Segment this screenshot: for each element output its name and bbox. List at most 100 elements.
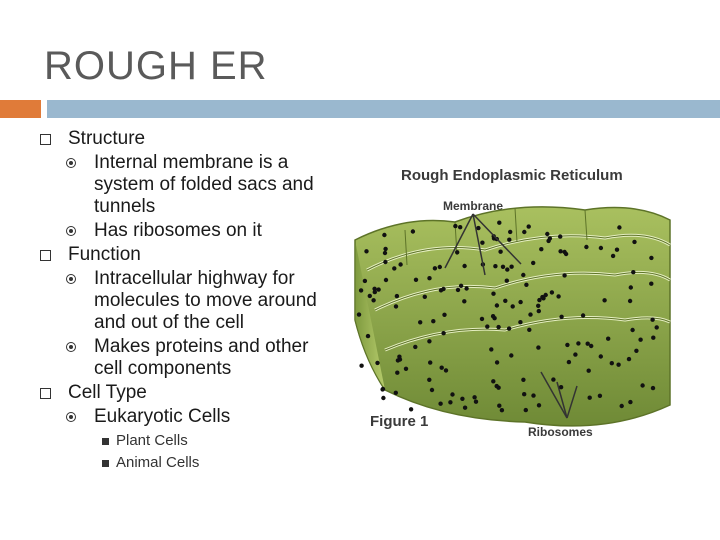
ribosome-dot (403, 366, 409, 371)
ribosome-dot (371, 298, 376, 303)
ribosome-dot (551, 377, 556, 382)
ribosome-dot (505, 267, 510, 272)
ribosome-dot (410, 229, 416, 234)
ribosome-dot (462, 263, 467, 269)
ribosome-dot (606, 336, 611, 341)
ribosome-dot (632, 239, 637, 245)
label-pointer-lines (444, 213, 578, 419)
ribosome-dot (442, 312, 447, 317)
ribosome-dot (398, 262, 403, 267)
ribosome-dot (498, 249, 503, 254)
ribosome-dot (364, 249, 369, 254)
ribosome-dot (640, 383, 645, 388)
ribosome-dot (616, 362, 621, 367)
figure-title: Rough Endoplasmic Reticulum (401, 167, 623, 184)
ribosome-dot (509, 353, 514, 358)
sub-bullet: Makes proteins and other cell components (40, 336, 340, 380)
sub-bullet-text: Eukaryotic Cells (94, 406, 231, 427)
ribosome-dot (522, 392, 527, 397)
bullet-list: Structure Internal membrane is a system … (40, 128, 340, 474)
bullet-text: Cell Type (68, 382, 147, 403)
bullet-text: Structure (68, 128, 146, 149)
ribosome-dot (506, 326, 512, 331)
ribosome-dot (356, 312, 362, 317)
ribosome-dot (490, 314, 496, 319)
circle-bullet-icon (66, 412, 76, 422)
ribosome-dot (610, 253, 616, 259)
ribosome-dot (491, 379, 496, 384)
rough-er-illustration: Rough Endoplasmic Reticulum Membrane Fig… (354, 167, 671, 439)
sub-bullet-text: Internal membrane is a system of folded … (94, 152, 314, 217)
ribosome-dot (617, 225, 622, 230)
ribosome-dot (626, 356, 632, 362)
ribosome-dot (649, 281, 654, 286)
bullet-structure: Structure (40, 128, 340, 150)
ribosome-dot (549, 290, 555, 295)
square-bullet-icon (40, 250, 51, 261)
ribosome-dot (376, 287, 381, 292)
ribosome-dot (489, 347, 494, 352)
ribosome-dot (650, 317, 655, 322)
ribosome-dot (422, 294, 427, 299)
ribosome-dot (576, 341, 581, 346)
ribosome-dot (537, 297, 542, 303)
ribosome-dot (485, 324, 490, 329)
ribosome-dot (367, 293, 372, 299)
sub-bullet: Intracellular highway for molecules to m… (40, 268, 340, 334)
ribosome-dot (427, 377, 432, 382)
ribosome-dot (493, 264, 498, 269)
ribosome-dot (631, 270, 636, 275)
filled-square-bullet-icon (102, 438, 109, 445)
ribosome-dot (365, 333, 371, 339)
ribosome-dot (439, 365, 444, 370)
circle-bullet-icon (66, 274, 76, 284)
ribosome-dot (527, 327, 532, 332)
ribosome-dot (427, 276, 432, 281)
ribosome-dot (558, 234, 563, 239)
ribosome-dot (630, 327, 635, 333)
ribosome-dot (522, 229, 527, 235)
er-membrane-sheets (354, 206, 671, 427)
ribosome-dot (536, 303, 541, 308)
ribosome-dot (597, 393, 603, 398)
ribosome-dot (443, 368, 449, 373)
sub-sub-bullet: Animal Cells (40, 452, 340, 474)
ribosome-dot (556, 294, 561, 299)
ribosome-dot (375, 360, 380, 366)
ribosome-dot (472, 395, 477, 400)
ribosome-dot (362, 278, 368, 284)
square-bullet-icon (40, 134, 51, 145)
title-accent-blue (47, 100, 720, 118)
ribosome-dot (559, 314, 564, 319)
ribosome-dot (494, 383, 499, 389)
ribosome-dot (382, 250, 388, 256)
circle-bullet-icon (66, 342, 76, 352)
square-bullet-icon (40, 388, 51, 399)
sub-sub-bullet-text: Animal Cells (116, 454, 200, 471)
ribosome-dot (650, 385, 656, 391)
ribosome-dot (438, 401, 443, 406)
ribosome-dot (503, 298, 508, 303)
ribosome-dot (545, 231, 550, 237)
ribosome-dot (508, 229, 513, 235)
ribosome-dot (455, 287, 461, 293)
ribosome-dot (598, 245, 604, 251)
ribosomes-label: Ribosomes (528, 425, 593, 439)
ribosome-dot (598, 354, 603, 359)
ribosome-dot (453, 223, 458, 229)
ribosome-dot (393, 304, 399, 309)
ribosome-dot (566, 359, 572, 365)
ribosome-dot (450, 392, 455, 397)
ribosome-dot (523, 407, 528, 413)
ribosome-dot (359, 363, 364, 368)
ribosome-dot (432, 266, 438, 271)
ribosome-dot (358, 288, 364, 293)
ribosome-dot (372, 289, 377, 295)
ribosome-dot (479, 316, 485, 322)
ribosome-dot (609, 361, 614, 366)
ribosome-dot (383, 259, 388, 265)
ribosome-dot (565, 342, 570, 348)
slide-title: ROUGH ER (44, 44, 268, 88)
ribosome-dot (397, 354, 402, 359)
ribosome-dot (521, 272, 526, 278)
